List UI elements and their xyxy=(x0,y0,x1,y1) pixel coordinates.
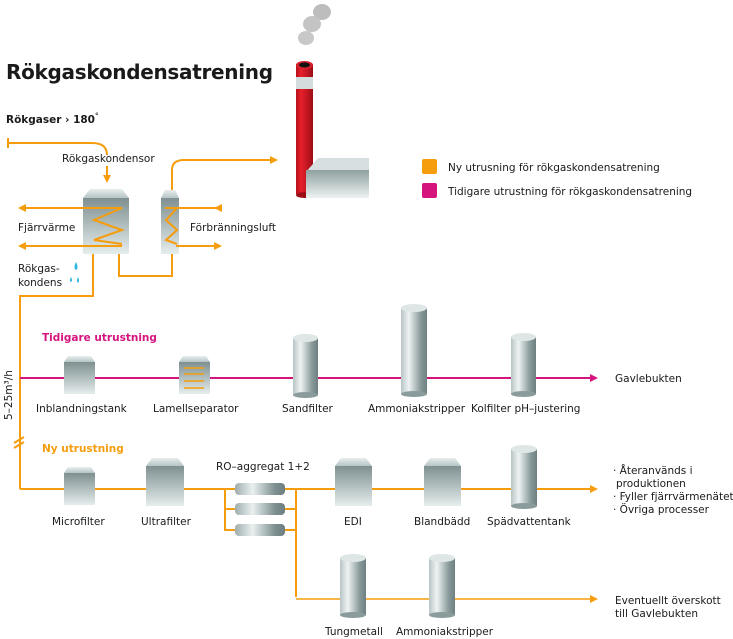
carbon-filter xyxy=(511,333,536,397)
inlet-label: Rökgaser › 180° xyxy=(6,112,99,126)
flow-rate-label: 5–25m³/h xyxy=(3,370,15,420)
legend-label-old: Tidigare utrustning för rökgaskondensatr… xyxy=(447,186,692,198)
outlet-surplus-line2: till Gavlebukten xyxy=(615,608,698,620)
page-title: Rökgaskondensatrening xyxy=(6,60,273,84)
district-heating-label: Fjärrvärme xyxy=(18,222,75,234)
label-microfilter: Microfilter xyxy=(52,516,105,528)
label-ammonia-stripper-old: Ammoniakstripper xyxy=(368,403,466,415)
label-carbon-filter: Kolfilter pH–justering xyxy=(471,403,580,415)
ammonia-stripper-old xyxy=(401,304,427,397)
label-make-up-water-tank: Spädvattentank xyxy=(487,516,572,528)
outlet-to-chimney-line xyxy=(171,156,278,190)
new-section-heading: Ny utrustning xyxy=(42,443,124,455)
label-ammonia-stripper-new: Ammoniakstripper xyxy=(396,626,494,638)
outlet-district-heating: · Fyller fjärrvärmenätet xyxy=(613,491,733,503)
flue-gas-inlet-line xyxy=(8,142,108,156)
droplets-icon xyxy=(70,262,79,283)
chimney-icon xyxy=(296,4,369,198)
old-section-heading: Tidigare utrustning xyxy=(42,332,157,344)
legend-swatch-old xyxy=(422,183,437,198)
label-mixed-bed: Blandbädd xyxy=(414,516,470,528)
break-mark xyxy=(13,436,25,444)
air-preheater xyxy=(161,190,180,254)
outlet-surplus-line1: Eventuellt överskott xyxy=(615,595,721,607)
outlet-reuse-line2: produktionen xyxy=(616,478,686,490)
label-lamella-separator: Lamellseparator xyxy=(153,403,239,415)
label-edi: EDI xyxy=(344,516,362,528)
label-mixing-tank: Inblandningstank xyxy=(36,403,128,415)
ultrafilter xyxy=(146,458,184,506)
combustion-air-label: Förbränningsluft xyxy=(190,222,276,234)
condensate-label-line1: Rökgas- xyxy=(18,263,60,275)
legend-swatch-new xyxy=(422,159,437,174)
outlet-other-processes: · Övriga processer xyxy=(613,503,710,516)
edi-unit xyxy=(335,458,372,506)
ammonia-stripper-new xyxy=(429,554,455,618)
sand-filter xyxy=(293,334,318,398)
label-ultrafilter: Ultrafilter xyxy=(141,516,192,528)
flue-gas-condenser xyxy=(83,189,129,254)
mixing-tank xyxy=(64,356,95,394)
outlet-gavlebukten: Gavlebukten xyxy=(615,373,682,385)
make-up-water-tank xyxy=(511,445,537,509)
condensate-feed-line xyxy=(19,254,94,489)
legend-label-new: Ny utrusning för rökgaskondensatrening xyxy=(448,162,660,174)
mixed-bed xyxy=(424,458,461,506)
label-heavy-metal: Tungmetall xyxy=(324,626,383,638)
heavy-metal-filter xyxy=(340,554,366,618)
label-ro-units: RO–aggregat 1+2 xyxy=(216,461,310,473)
ro-units xyxy=(224,483,297,597)
condenser-label: Rökgaskondensor xyxy=(62,153,155,165)
condenser-preheater-link xyxy=(118,254,173,277)
lamella-separator xyxy=(179,356,210,394)
label-sand-filter: Sandfilter xyxy=(282,403,334,415)
break-mark xyxy=(13,441,25,449)
microfilter xyxy=(64,467,95,505)
outlet-reuse-line1: · Återanvänds i xyxy=(613,464,693,477)
condensate-label-line2: kondens xyxy=(18,277,62,289)
combustion-air-in-arrow xyxy=(214,204,222,212)
